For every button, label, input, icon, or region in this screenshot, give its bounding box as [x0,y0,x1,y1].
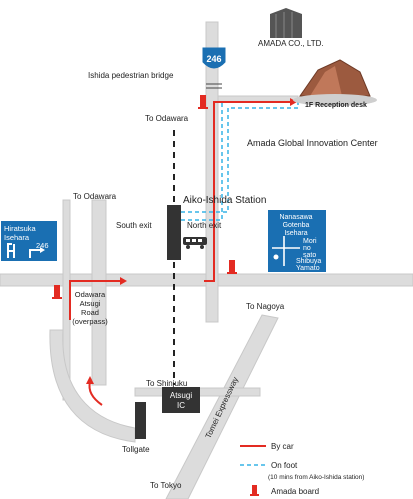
sign-right-top-2: Gotenba [283,222,310,229]
south-exit-label: South exit [116,221,152,230]
legend-foot-label: On foot [271,461,298,470]
reception-label: 1F Reception desk [305,102,367,109]
company-label: AMADA CO., LTD. [258,39,324,48]
odawara-road-label-4: (overpass) [72,317,108,326]
to-odawara-left-label: To Odawara [73,192,117,201]
innovation-center-building-icon [293,59,377,106]
atsugi-ic-label-1: Atsugi [170,391,192,400]
sign-right-bottom-1: Shibuya [296,258,321,265]
sign-left-line1: Hiratsuka [4,224,37,233]
roads [0,21,413,499]
to-nagoya-label: To Nagoya [246,302,285,311]
car-route [69,98,297,406]
odawara-road-label-3: Road [81,308,99,317]
to-odawara-top-label: To Odawara [145,114,189,123]
foot-route [181,102,299,221]
sign-right-bottom-2: Yamato [296,265,320,272]
innovation-center-label: Amada Global Innovation Center [247,138,378,148]
atsugi-ic-label-2: IC [177,401,185,410]
north-exit-label: North exit [187,221,222,230]
overpass-road [91,199,107,386]
amada-building-icon [270,8,302,38]
amada-board-icon [198,95,208,109]
to-shinjuku-label: To Shinjuku [146,379,187,388]
tollgate-label: Tollgate [122,445,150,454]
amada-board-markers [52,95,237,299]
sign-nanasawa: Nanasawa Gotenba Isehara Mori no sato Sh… [268,210,326,272]
sign-left-line2: Isehara [4,233,30,242]
legend-board-icon [250,485,259,496]
to-tokyo-label: To Tokyo [150,481,182,490]
tollgate-block [135,402,146,439]
sign-right-top-1: Nanasawa [279,214,312,221]
tomei-expressway [165,314,279,499]
aiko-ishida-station [167,205,181,260]
pedestrian-bridge-label: Ishida pedestrian bridge [88,71,174,80]
odawara-road-label-1: Odawara [75,290,106,299]
sign-right-mid-3: sato [303,252,316,259]
legend-board-label: Amada board [271,487,319,496]
route-246-shield-icon: 246 [202,47,226,69]
legend-car-label: By car [271,442,294,451]
sign-right-mid-2: no [303,245,311,252]
sign-right-mid-1: Mori [303,238,317,245]
legend: By car On foot (10 mins from Aiko-Ishida… [240,442,364,496]
amada-board-icon [227,260,237,274]
pedestrian-bridge-icon [206,83,222,89]
road-to-nagoya [217,273,413,287]
odawara-road-label-2: Atsugi [80,299,101,308]
legend-foot-note: (10 mins from Aiko-Ishida station) [268,474,364,481]
interchange-loop [49,329,136,443]
station-label: Aiko-Ishida Station [183,195,266,206]
sign-hiratsuka: Hiratsuka Isehara 246 [1,221,57,261]
route-number: 246 [206,54,221,64]
sign-left-num: 246 [36,241,49,250]
sign-right-top-3: Isehara [284,230,307,237]
bus-icon [183,237,207,249]
atsugi-ic-block [162,387,200,413]
amada-board-icon [52,285,62,299]
